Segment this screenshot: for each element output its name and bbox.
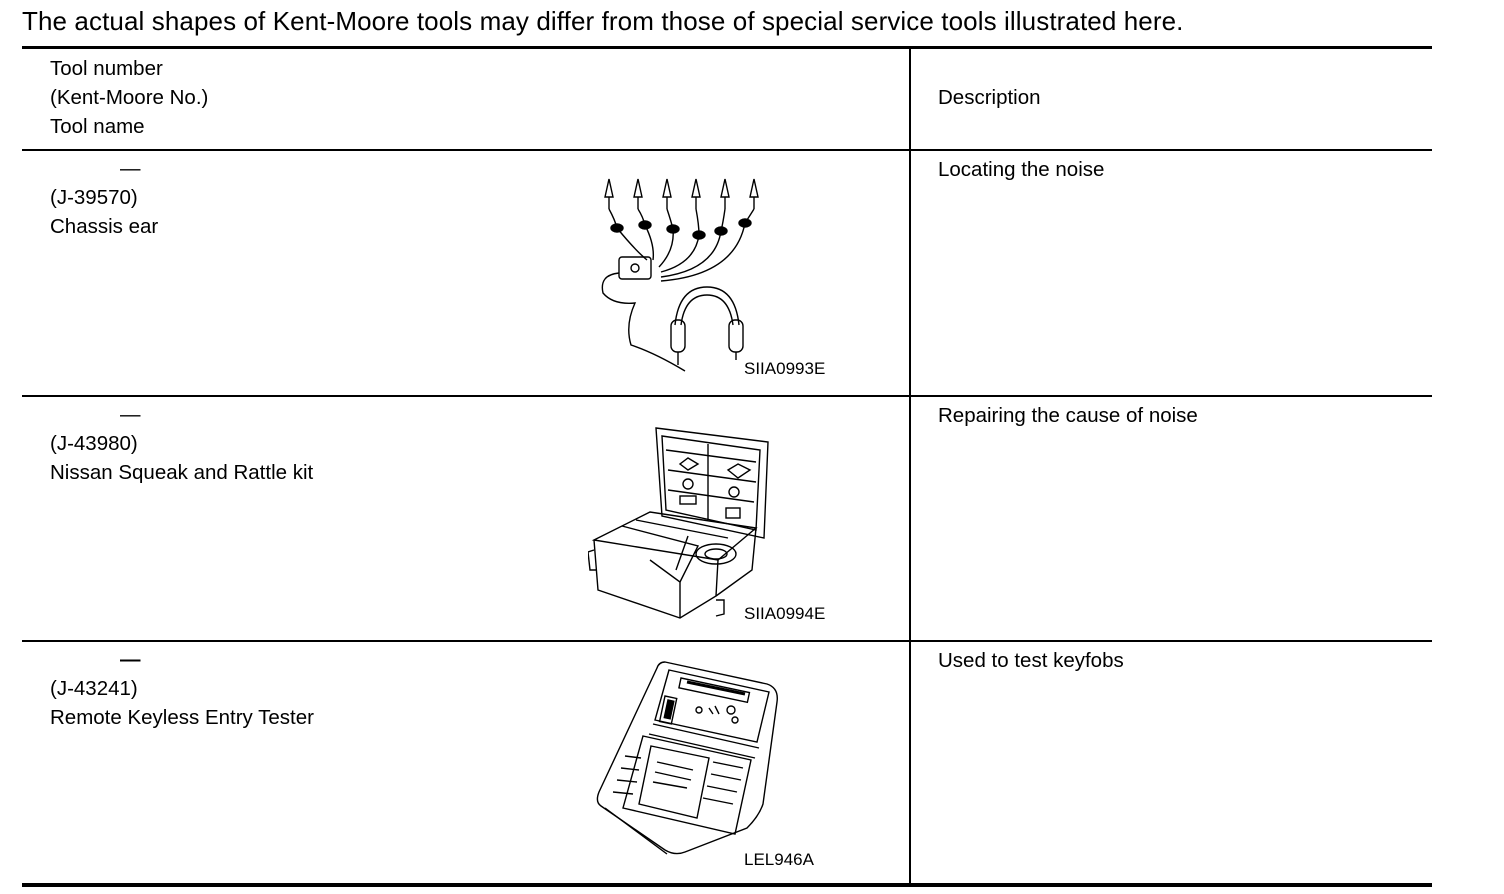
column-divider — [909, 49, 911, 884]
header-tool-name: Tool name — [50, 115, 145, 138]
kent-moore-number: (J-39570) — [50, 186, 138, 209]
table-top-rule — [22, 46, 1432, 49]
description-cell: Repairing the cause of noise — [938, 404, 1198, 427]
tool-name: Nissan Squeak and Rattle kit — [50, 461, 314, 484]
clip-icon — [604, 178, 614, 209]
header-tool-number: Tool number — [50, 57, 163, 80]
header-kent-moore-no: (Kent-Moore No.) — [50, 86, 209, 109]
kent-moore-number: (J-43241) — [50, 677, 138, 700]
kent-moore-number: (J-43980) — [50, 432, 138, 455]
tool-cell: — (J-39570) Chassis ear — [50, 154, 158, 241]
illustration-code: LEL946A — [744, 850, 814, 869]
description-cell: Locating the noise — [938, 158, 1105, 181]
header-description: Description — [938, 86, 1041, 109]
squeak-rattle-kit-illustration — [588, 420, 788, 625]
tool-cell: — (J-43980) Nissan Squeak and Rattle kit — [50, 400, 313, 487]
keyless-entry-tester-illustration — [595, 658, 785, 858]
tool-name: Chassis ear — [50, 215, 159, 238]
illustration-code: SIIA0993E — [744, 359, 826, 378]
tool-number: — — [120, 403, 141, 426]
notice-text: The actual shapes of Kent-Moore tools ma… — [22, 6, 1184, 36]
chassis-ear-illustration — [595, 175, 780, 380]
tool-number: — — [120, 157, 141, 180]
illustration-code: SIIA0994E — [744, 604, 826, 623]
table-bottom-rule — [22, 883, 1432, 887]
tool-name: Remote Keyless Entry Tester — [50, 706, 314, 729]
header-tool-column: Tool number (Kent-Moore No.) Tool name — [50, 54, 208, 141]
description-cell: Used to test keyfobs — [938, 649, 1124, 672]
row-divider — [22, 640, 1432, 642]
tool-cell: — (J-43241) Remote Keyless Entry Tester — [50, 645, 314, 732]
row-divider — [22, 395, 1432, 397]
header-bottom-rule — [22, 149, 1432, 151]
tool-number: — — [120, 648, 141, 671]
